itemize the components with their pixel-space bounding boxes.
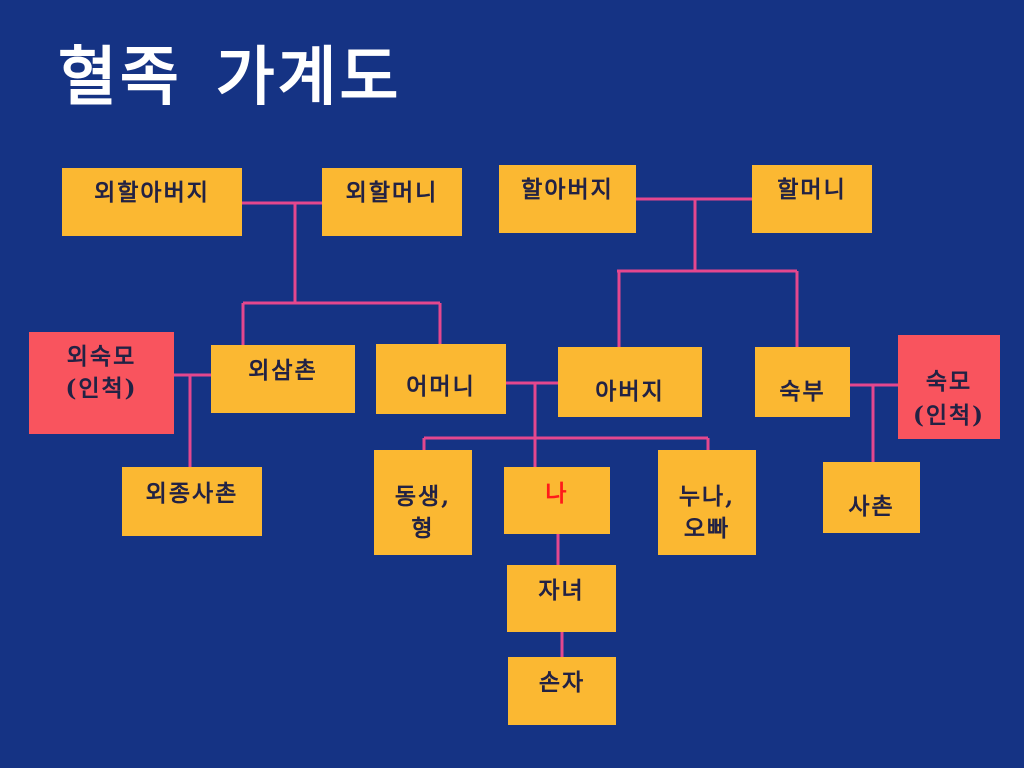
node-label-line2: 형: [411, 515, 435, 542]
node-mother: 어머니: [376, 344, 506, 414]
node-grandchildren: 손자: [508, 657, 616, 725]
node-maternal-uncle: 외삼촌: [211, 345, 355, 413]
node-label: 외종사촌: [145, 480, 239, 507]
title-word-2: 가계도: [215, 40, 402, 115]
node-maternal-aunt-in-law: 외숙모 (인척): [29, 332, 174, 434]
node-label: 외할머니: [345, 179, 439, 206]
node-label-line1: 숙모: [925, 368, 973, 395]
node-label: 외할아버지: [94, 179, 210, 206]
node-label-line2: 오빠: [683, 515, 731, 542]
node-father: 아버지: [558, 347, 702, 417]
node-label-line1: 외숙모: [66, 343, 137, 370]
node-cousin: 사촌: [823, 462, 920, 533]
page-title: 혈족 가계도: [58, 26, 401, 118]
node-children: 자녀: [507, 565, 616, 632]
node-label: 할아버지: [521, 176, 614, 203]
node-label-line2: (인척): [65, 375, 138, 402]
node-me: 나: [504, 467, 610, 534]
node-label-me: 나: [545, 480, 569, 507]
node-maternal-grandmother: 외할머니: [322, 168, 462, 236]
node-paternal-grandmother: 할머니: [752, 165, 872, 233]
node-maternal-grandfather: 외할아버지: [62, 168, 242, 236]
node-label: 외삼촌: [248, 357, 318, 384]
node-label: 어머니: [406, 373, 476, 400]
node-label: 숙부: [779, 378, 826, 405]
node-label: 사촌: [848, 493, 895, 520]
node-maternal-cousin: 외종사촌: [122, 467, 262, 536]
node-label-line2: (인척): [912, 402, 986, 429]
node-label: 손자: [538, 669, 586, 696]
node-paternal-uncle: 숙부: [755, 347, 850, 417]
node-label: 할머니: [777, 176, 847, 203]
node-label: 자녀: [538, 577, 585, 604]
node-label-line1: 누나,: [678, 483, 736, 510]
node-paternal-aunt-in-law: 숙모 (인척): [898, 335, 1000, 439]
node-younger-sibling: 동생, 형: [374, 450, 472, 555]
title-word-1: 혈족: [58, 40, 182, 115]
node-label: 아버지: [595, 378, 665, 405]
node-paternal-grandfather: 할아버지: [499, 165, 636, 233]
node-older-sibling: 누나, 오빠: [658, 450, 756, 555]
node-label-line1: 동생,: [394, 483, 452, 510]
